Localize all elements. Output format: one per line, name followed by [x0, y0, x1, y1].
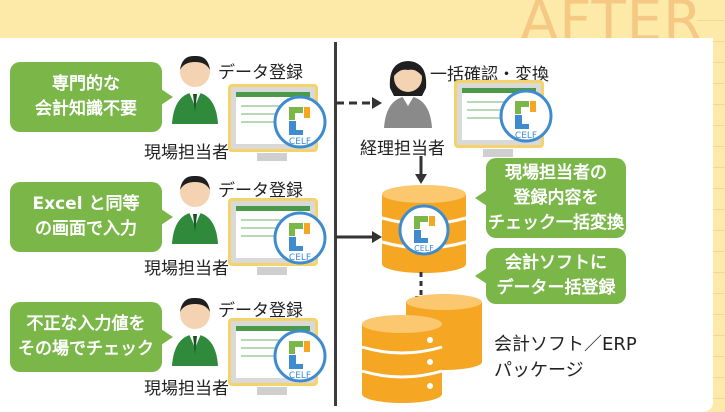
celf-logo-icon: CELF — [273, 211, 327, 265]
celf-logo-text: CELF — [515, 131, 537, 141]
arrow-down-to-database — [415, 156, 427, 184]
accounting-database-icon — [361, 294, 482, 403]
process-bubble-2: 会計ソフトに データー括登録 — [475, 248, 626, 304]
target-label-line2: パッケージ — [494, 360, 584, 381]
celf-database-icon: CELF — [381, 185, 467, 273]
field-staff-person-icon — [172, 55, 218, 124]
dashed-arrow-to-accountant — [336, 97, 382, 109]
accountant-role-label: 経理担当者 — [360, 139, 445, 159]
feature-bubble-1-text: 専門的な 会計知識不要 — [35, 74, 137, 119]
arrow-to-database — [336, 231, 382, 243]
action-label-3: データ登録 — [218, 301, 303, 321]
celf-logo-icon: CELF — [273, 95, 327, 149]
feature-bubble-2: Excel と同等 の画面で入力 — [10, 182, 173, 252]
celf-logo-text: CELF — [414, 244, 434, 253]
role-label-2: 現場担当者 — [144, 259, 229, 279]
celf-logo-icon: CELF — [499, 89, 553, 143]
feature-bubble-1: 専門的な 会計知識不要 — [10, 62, 173, 132]
celf-logo-text: CELF — [289, 137, 311, 147]
process-bubble-1: 現場担当者の 登録内容を チェック一括変換 — [475, 158, 626, 238]
feature-bubble-2-text: Excel と同等 の画面で入力 — [32, 194, 140, 239]
field-staff-person-icon — [172, 175, 218, 244]
section-divider — [334, 42, 337, 406]
action-label-2: データ登録 — [218, 181, 303, 201]
process-bubble-1-text: 現場担当者の 登録内容を チェック一括変換 — [488, 162, 624, 233]
target-label-line1: 会計ソフト／ERP — [494, 334, 637, 355]
action-label-1: データ登録 — [218, 63, 303, 83]
accountant-person-icon — [384, 61, 432, 128]
celf-logo-icon: CELF — [273, 329, 327, 383]
monitor-icon — [454, 80, 544, 157]
field-staff-person-icon — [172, 297, 218, 366]
role-label-1: 現場担当者 — [144, 143, 229, 163]
process-bubble-2-text: 会計ソフトに データー括登録 — [496, 253, 616, 298]
role-label-3: 現場担当者 — [144, 379, 229, 399]
feature-bubble-3: 不正な入力値を その場でチェック — [10, 302, 173, 372]
feature-bubble-3-text: 不正な入力値を その場でチェック — [18, 314, 154, 359]
celf-logo-text: CELF — [289, 371, 311, 381]
celf-logo-text: CELF — [289, 253, 311, 263]
